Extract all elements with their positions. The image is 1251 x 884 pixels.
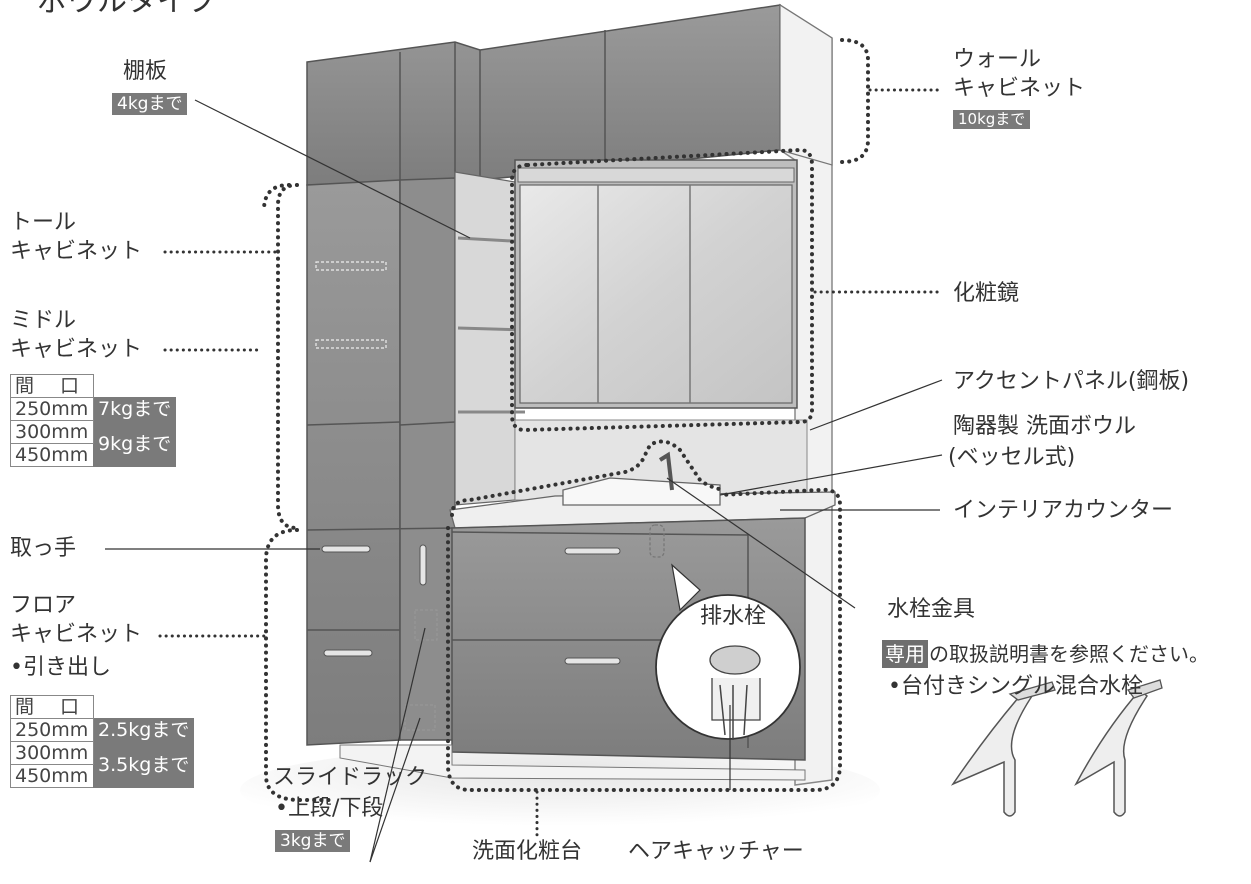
table-load-cell: 3.5kgまで xyxy=(93,741,195,788)
middle-cabinet-label-1: ミドル xyxy=(10,308,77,333)
table-width-cell: 300mm xyxy=(9,741,95,765)
faucet-note-text: の取扱説明書を参照ください。 xyxy=(929,642,1209,666)
interior-counter xyxy=(449,451,836,529)
mirror-label: 化粧鏡 xyxy=(953,281,1020,306)
middle-cabinet-label-2: キャビネット xyxy=(10,337,143,362)
counter-label: インテリアカウンター xyxy=(953,498,1174,523)
floor-cabinet-label-2: キャビネット xyxy=(10,622,143,647)
middle-cabinet-load-table: 間 口 250mm 7kgまで 300mm 9kgまで 450mm xyxy=(9,374,177,467)
drain-plug-label: 排水栓 xyxy=(700,604,767,629)
slide-rack-load-tag: 3kgまで xyxy=(275,830,351,852)
tall-cabinet-label-2: キャビネット xyxy=(10,239,143,264)
slide-rack-sub-label: •上段/下段 xyxy=(275,796,384,821)
mirror-bracket xyxy=(510,147,814,433)
middle-cabinet-bracket xyxy=(262,183,291,212)
tall-cabinet xyxy=(306,177,456,746)
bowl-label-2: (ベッセル式) xyxy=(948,445,1076,470)
faucet-note: 専用の取扱説明書を参照ください。 xyxy=(882,640,1209,668)
tall-cabinet-label-1: トール xyxy=(10,210,77,235)
table-width-cell: 250mm xyxy=(9,397,95,421)
vanity-label: 洗面化粧台 xyxy=(472,839,583,864)
wall-cabinet-label-2: キャビネット xyxy=(953,76,1086,101)
bowl-bracket xyxy=(450,439,727,517)
drawer-label: •引き出し xyxy=(10,655,111,680)
table-load-cell: 2.5kgまで xyxy=(93,718,195,742)
wall-cabinet-bracket xyxy=(840,38,870,164)
tall-cabinet-bracket xyxy=(276,183,299,530)
drain-plug-detail xyxy=(649,524,801,740)
accent-panel-label: アクセントパネル(鋼板) xyxy=(953,369,1190,394)
faucet-label: 水栓金具 xyxy=(887,597,976,622)
table-width-cell: 300mm xyxy=(9,420,95,444)
faucet-type-label: •台付きシングル混合水栓 xyxy=(888,674,1143,699)
table-width-cell: 250mm xyxy=(9,718,95,742)
table-load-cell: 7kgまで xyxy=(93,397,177,421)
vanity-bracket xyxy=(446,487,842,792)
floor-cabinet-bracket xyxy=(264,528,337,802)
handle-label: 取っ手 xyxy=(10,536,77,561)
wall-cabinet-label-1: ウォール xyxy=(953,47,1042,72)
table-width-cell: 450mm xyxy=(9,764,95,788)
slide-rack-label: スライドラック xyxy=(273,765,428,790)
table-load-cell: 9kgまで xyxy=(93,420,177,467)
shelf-label: 棚板 xyxy=(123,59,168,84)
floor-cabinet-label-1: フロア xyxy=(10,593,77,618)
table-header: 間 口 xyxy=(9,695,95,719)
page-heading: ボウルタイプ xyxy=(37,0,217,19)
dotted-brackets xyxy=(262,38,870,802)
wall-cabinet xyxy=(306,3,833,186)
hair-catcher-label: ヘアキャッチャー xyxy=(628,839,804,864)
leader-lines xyxy=(105,99,943,863)
dotted-leaders xyxy=(158,88,942,837)
shelf-load-tag: 4kgまで xyxy=(112,93,188,115)
bowl-label-1: 陶器製 洗面ボウル xyxy=(953,414,1136,439)
table-width-cell: 450mm xyxy=(9,443,95,467)
table-header: 間 口 xyxy=(9,374,95,398)
floor-cabinet-load-table: 間 口 250mm 2.5kgまで 300mm 3.5kgまで 450mm xyxy=(9,695,195,788)
mirror-cabinet xyxy=(514,159,798,409)
wall-cabinet-load-tag: 10kgまで xyxy=(953,110,1031,129)
book-icon-badge: 専用 xyxy=(882,640,928,668)
faucet-illustrations xyxy=(950,679,1163,817)
